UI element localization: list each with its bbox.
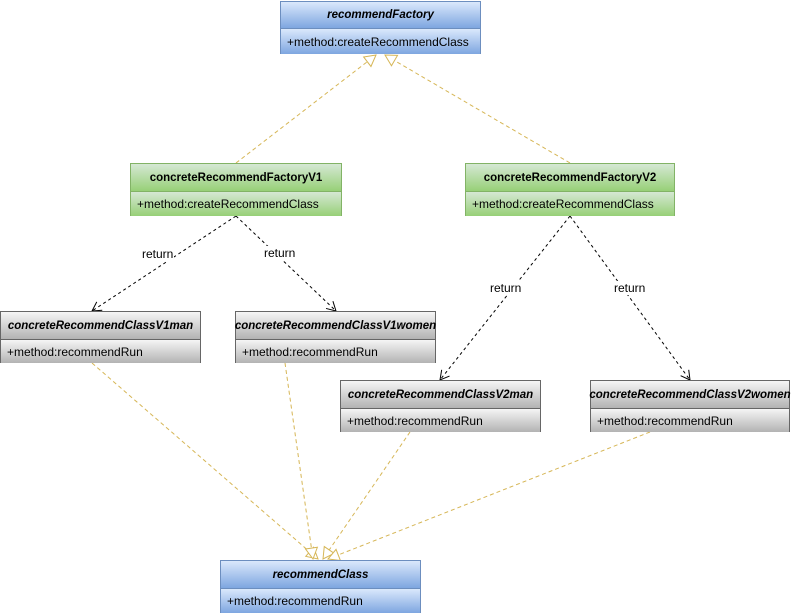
- class-concreteRecommendFactoryV1[interactable]: concreteRecommendFactoryV1 +method:creat…: [130, 163, 342, 216]
- class-concreteRecommendFactoryV2[interactable]: concreteRecommendFactoryV2 +method:creat…: [465, 163, 675, 216]
- class-name: recommendClass: [221, 561, 420, 589]
- edge-factoryV1-implements-recommendFactory: [235, 54, 377, 164]
- class-name: concreteRecommendClassV1women: [235, 312, 436, 340]
- edge-factoryV2-implements-recommendFactory: [384, 54, 571, 164]
- class-concreteRecommendClassV1women[interactable]: concreteRecommendClassV1women +method:re…: [235, 311, 436, 363]
- class-method: +method:recommendRun: [591, 409, 789, 432]
- class-name: concreteRecommendClassV2women: [589, 381, 791, 409]
- class-name: concreteRecommendClassV2man: [341, 381, 540, 409]
- edge-label-return-v1women: return: [263, 246, 297, 260]
- class-name: concreteRecommendClassV1man: [1, 312, 200, 340]
- class-recommendClass[interactable]: recommendClass +method:recommendRun: [220, 560, 421, 613]
- class-method: +method:createRecommendClass: [466, 192, 674, 216]
- edge-label-return-v2women: return: [613, 281, 647, 295]
- class-concreteRecommendClassV2man[interactable]: concreteRecommendClassV2man +method:reco…: [340, 380, 541, 432]
- class-name: concreteRecommendFactoryV1: [131, 164, 341, 192]
- edge-label-return-v2man: return: [489, 281, 523, 295]
- edge-classV1man-implements-recommendClass: [91, 362, 319, 560]
- edge-label-return-v1man: return: [141, 247, 175, 261]
- class-name: recommendFactory: [281, 2, 480, 29]
- class-method: +method:createRecommendClass: [281, 29, 480, 54]
- edge-classV2women-implements-recommendClass: [327, 431, 651, 562]
- class-method: +method:recommendRun: [1, 340, 200, 363]
- class-concreteRecommendClassV2women[interactable]: concreteRecommendClassV2women +method:re…: [589, 380, 791, 432]
- class-recommendFactory[interactable]: recommendFactory +method:createRecommend…: [280, 1, 481, 54]
- class-method: +method:recommendRun: [221, 589, 420, 613]
- class-name: concreteRecommendFactoryV2: [466, 164, 674, 192]
- class-concreteRecommendClassV1man[interactable]: concreteRecommendClassV1man +method:reco…: [0, 311, 201, 363]
- edge-classV1women-implements-recommendClass: [284, 362, 319, 561]
- class-method: +method:recommendRun: [236, 340, 435, 363]
- class-method: +method:recommendRun: [341, 409, 540, 432]
- edge-factoryV1-returns-classV1women: [235, 215, 337, 312]
- class-method: +method:createRecommendClass: [131, 192, 341, 216]
- edge-classV2man-implements-recommendClass: [322, 431, 411, 560]
- edge-factoryV2-returns-classV2women: [569, 215, 691, 381]
- edge-factoryV1-returns-classV1man: [91, 215, 237, 312]
- edge-factoryV2-returns-classV2man: [439, 215, 571, 381]
